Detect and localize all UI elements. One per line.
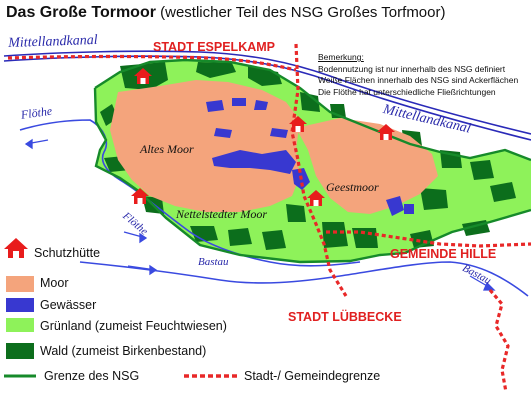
label-stadt-luebbecke: STADT LÜBBECKE: [288, 310, 402, 324]
label-geestmoor: Geestmoor: [326, 180, 379, 194]
floethe-river: [19, 119, 361, 267]
label-altes-moor: Altes Moor: [140, 142, 194, 156]
legend-stadtgrenze: Stadt-/ Gemeindegrenze: [244, 369, 381, 383]
house-icon: [377, 124, 395, 140]
legend-wald: Wald (zumeist Birkenbestand): [40, 344, 207, 358]
remark-note: Bemerkung: Bodennutzung ist nur innerhal…: [318, 52, 518, 98]
legend-swatch-forest: [6, 343, 34, 359]
house-icon: [131, 188, 149, 204]
forest-patches: [100, 62, 516, 250]
label-stadt-espelkamp: STADT ESPELKAMP: [153, 40, 275, 54]
house-icon: [134, 68, 152, 84]
label-gemeinde-hille: GEMEINDE HILLE: [390, 247, 497, 261]
shelter-huts: [131, 68, 395, 206]
remark-line-3: Die Flöthe hat unterschiedliche Fließric…: [318, 86, 496, 97]
legend-swatch-moor: [6, 276, 34, 292]
label-bastau-mid: Bastau: [198, 256, 229, 268]
legend-moor: Moor: [40, 276, 69, 290]
mittellandkanal: [3, 50, 531, 135]
city-boundaries: [7, 43, 531, 393]
legend-gewaesser: Gewässer: [40, 298, 97, 312]
map-title: Das Große Tormoor (westlicher Teil des N…: [6, 4, 445, 22]
remark-heading: Bemerkung:: [318, 52, 364, 62]
map-title-main: Das Große Tormoor: [6, 4, 156, 21]
legend-grenze-nsg: Grenze des NSG: [44, 369, 140, 383]
label-nettelstedter-moor: Nettelstedter Moor: [176, 207, 267, 221]
house-icon: [289, 116, 307, 132]
legend-swatches: [4, 238, 238, 378]
bastau-river: [79, 261, 529, 297]
nsg-border: [93, 87, 531, 264]
flow-arrows: [24, 138, 496, 291]
legend-schutzhuette: Schutzhütte: [34, 246, 101, 260]
house-icon: [4, 238, 28, 258]
label-mittellandkanal-left: Mittellandkanal: [8, 32, 98, 51]
remark-line-2: Weiße Flächen innerhalb des NSG sind Ack…: [318, 75, 519, 85]
legend-swatch-grassland: [6, 318, 34, 332]
house-icon: [307, 190, 325, 206]
moor-area: [110, 80, 300, 212]
legend-gruenland: Grünland (zumeist Feuchtwiesen): [40, 319, 227, 333]
legend-swatch-water: [6, 298, 34, 312]
remark-line-1: Bodennutzung ist nur innerhalb des NSG d…: [318, 63, 506, 74]
map-title-sub: (westlicher Teil des NSG Großes Torfmoor…: [160, 4, 446, 21]
